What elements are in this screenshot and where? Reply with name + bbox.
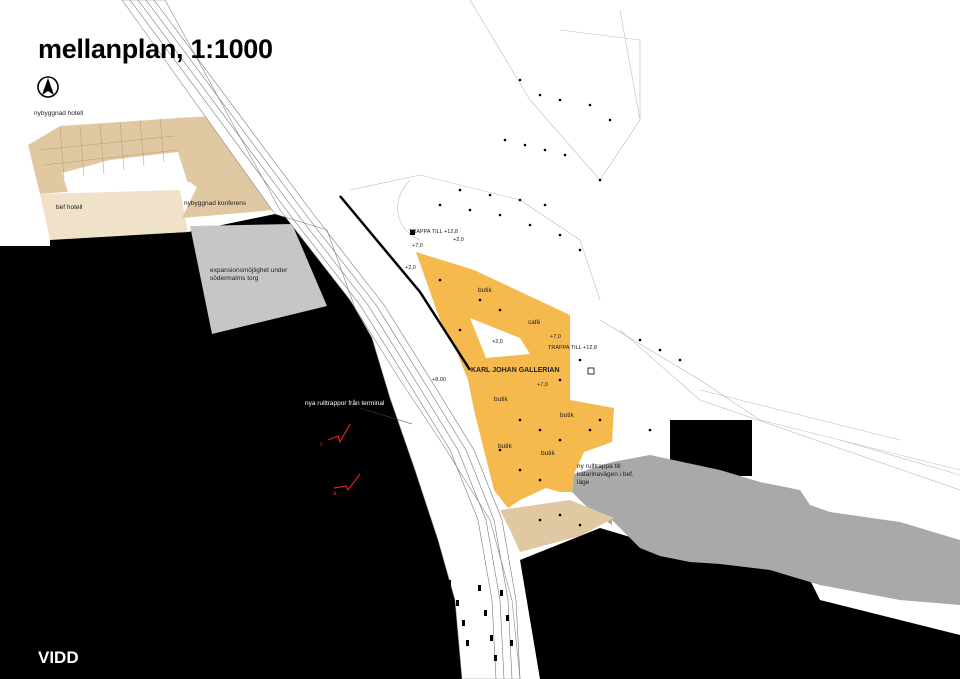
rail-corridor	[121, 0, 521, 679]
label-expansion: expansionsmöjlighet under södermalms tor…	[210, 267, 288, 282]
level-7: +8,00	[398, 388, 412, 394]
label-stair-right: TRAPPA TILL +12,8	[548, 345, 597, 351]
north-arrow-icon	[37, 76, 59, 98]
rail-edge-thick	[339, 195, 472, 371]
gray-escalator-wedge	[572, 462, 612, 525]
label-gallery: KARL JOHAN GALLERIAN	[471, 367, 560, 374]
level-5: +7,0	[550, 334, 561, 340]
stair-marker-2	[410, 230, 415, 235]
level-3: +2,0	[405, 265, 416, 271]
label-shop-1: butik	[478, 287, 492, 294]
label-shop-5: butik	[541, 450, 555, 457]
site-dots	[438, 78, 682, 527]
gallery-void	[470, 318, 530, 358]
section-marker-a-icon	[333, 473, 361, 492]
escalator-leader-line	[359, 407, 413, 425]
page-title: mellanplan, 1:1000	[38, 34, 273, 64]
label-shop-2: butik	[494, 396, 508, 403]
label-conference: nybyggnad konferens	[184, 200, 247, 207]
label-hotel-existing: bef hotell	[56, 204, 83, 211]
gallery-area	[416, 252, 614, 508]
level-4: +2,0	[492, 339, 503, 345]
level-6: +8,00	[432, 377, 446, 383]
lower-wood-block	[500, 500, 614, 552]
level-2: +2,0	[453, 237, 464, 243]
black-ground-mass-east	[520, 528, 960, 679]
label-cafe: café	[528, 319, 541, 326]
level-1: +7,0	[412, 243, 423, 249]
hotel-room-grid	[39, 117, 179, 179]
street-outlines	[349, 0, 960, 491]
rail-lines	[129, 0, 521, 679]
label-shop-4: butik	[498, 443, 512, 450]
brand-label: VIDD	[38, 648, 79, 667]
hotel-existing-block	[40, 190, 188, 240]
hotel-courtyard	[62, 152, 188, 192]
label-shop-3: butik	[560, 412, 574, 419]
label-escalators-terminal: nya rulltrappor från terminal	[305, 400, 385, 407]
level-8: +7,0	[537, 382, 548, 388]
label-escalator-new: ny rulltrappa till katarinavägen i bef. …	[577, 463, 634, 486]
conference-block	[175, 116, 275, 218]
label-section-a: a	[333, 490, 337, 497]
black-ground-mass	[0, 214, 462, 679]
label-stair-top: TRAPPA TILL +12,8	[409, 229, 458, 235]
gray-terminal-building	[612, 455, 960, 605]
label-section-c: c	[320, 441, 324, 448]
section-marker-c-icon	[327, 423, 351, 444]
label-hotel-new: nybyggnad hotell	[34, 110, 84, 117]
stair-marker	[587, 367, 595, 375]
rail-ties	[448, 580, 513, 661]
expansion-area	[190, 224, 327, 334]
